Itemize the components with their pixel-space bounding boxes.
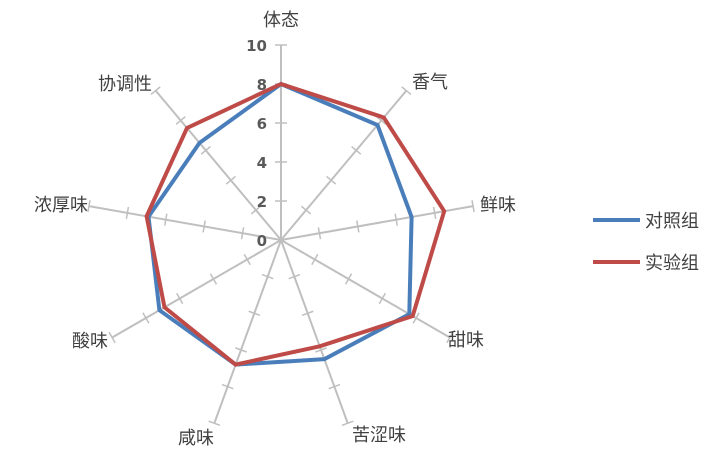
series-control-line [146, 81, 414, 367]
axis-tick [208, 420, 221, 426]
tick-label: 0 [257, 232, 267, 250]
axis-tick [202, 220, 206, 233]
axis-tick [150, 86, 161, 96]
axis-tick [261, 273, 274, 280]
axis-spoke [88, 205, 282, 241]
axis-tick [250, 205, 262, 215]
axis-tick [200, 145, 211, 155]
axis-tick [471, 200, 475, 213]
category-label: 协调性 [98, 74, 152, 95]
tick-label: 10 [246, 37, 267, 55]
axis-tick [356, 220, 360, 233]
category-label: 体态 [263, 10, 299, 31]
axis-spoke [280, 89, 408, 241]
series-experimental-line [144, 81, 447, 367]
axis-spoke [280, 239, 349, 424]
axis-tick [378, 292, 386, 305]
radar-spokes [87, 44, 475, 426]
axis-spoke [111, 239, 282, 339]
axis-tick [341, 420, 354, 426]
axis-spoke [280, 239, 451, 339]
axis-tick [301, 310, 314, 317]
category-label: 香气 [412, 72, 448, 93]
axis-tick [240, 227, 245, 240]
category-label: 咸味 [178, 428, 214, 449]
axis-tick [300, 205, 312, 215]
tick-label: 8 [257, 76, 267, 94]
category-label: 甜味 [448, 330, 484, 351]
axis-tick [176, 292, 184, 305]
axis-tick [221, 383, 234, 390]
axis-tick [87, 200, 91, 213]
tick-label: 2 [257, 193, 267, 211]
axis-tick [235, 347, 247, 353]
axis-tick [412, 312, 420, 324]
axis-tick [142, 312, 150, 324]
category-label: 苦涩味 [352, 425, 406, 446]
axis-tick [288, 273, 301, 280]
radar-series [144, 81, 447, 367]
axis-tick [344, 273, 353, 285]
category-label: 酸味 [72, 331, 108, 352]
axis-tick [125, 206, 130, 219]
category-label: 鲜味 [480, 195, 516, 216]
axis-tick [432, 206, 437, 219]
axis-tick [163, 213, 168, 226]
axis-spoke [280, 205, 474, 241]
axis-tick [315, 347, 327, 353]
axis-tick [328, 383, 341, 390]
tick-label: 6 [257, 115, 267, 133]
axis-tick [243, 253, 251, 266]
axis-tick [351, 145, 362, 155]
axis-tick [248, 310, 261, 317]
axis-tick [394, 213, 399, 226]
radial-tick-labels: 0 2 4 6 8 10 [246, 37, 267, 250]
axis-tick [311, 253, 319, 266]
axis-tick [209, 273, 218, 285]
axis-tick [376, 116, 387, 125]
legend-label: 实验组 [645, 253, 699, 274]
axis-tick [446, 331, 454, 344]
axis-tick [108, 331, 116, 344]
axis-spoke [154, 89, 282, 241]
legend-label: 对照组 [645, 211, 699, 232]
category-label: 浓厚味 [34, 195, 88, 216]
axis-tick [225, 175, 236, 185]
axis-tick [401, 86, 412, 96]
axis-tick [175, 116, 186, 125]
axis-tick [317, 227, 322, 240]
axis-spoke [213, 239, 282, 424]
axis-tick [326, 175, 337, 185]
tick-label: 4 [257, 154, 267, 172]
